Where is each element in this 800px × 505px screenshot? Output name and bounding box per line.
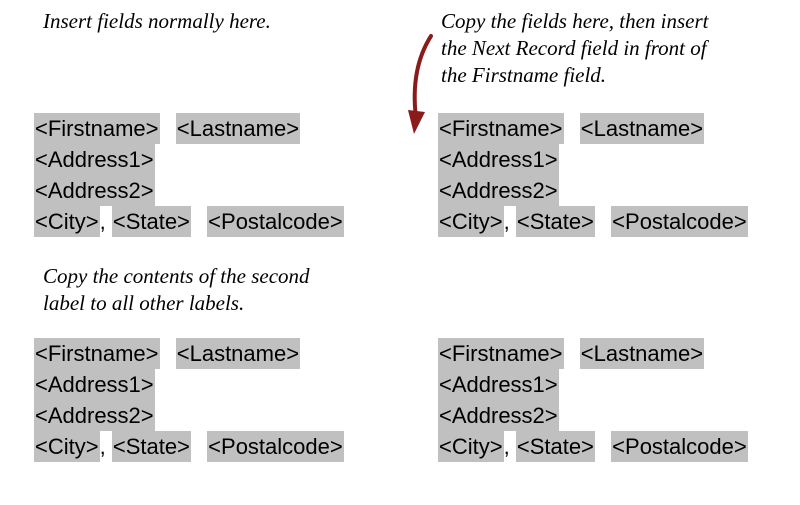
mail-label-4: <Firstname> <Lastname> <Address1> <Addre…	[438, 338, 748, 462]
field-lastname[interactable]: <Lastname>	[579, 113, 705, 144]
field-state[interactable]: <State>	[111, 431, 191, 462]
label-row-address2: <Address2>	[34, 400, 344, 431]
field-state[interactable]: <State>	[515, 431, 595, 462]
curved-arrow-icon	[408, 34, 433, 134]
field-address2[interactable]: <Address2>	[438, 175, 559, 206]
note-copy-fields: Copy the fields here, then insert the Ne…	[441, 8, 709, 89]
field-postalcode[interactable]: <Postalcode>	[611, 431, 748, 462]
label-row-name: <Firstname> <Lastname>	[438, 338, 748, 369]
label-row-city: <City>, <State> <Postalcode>	[438, 206, 748, 237]
comma-separator: ,	[99, 209, 106, 234]
field-postalcode[interactable]: <Postalcode>	[207, 206, 344, 237]
field-city[interactable]: <City>	[34, 431, 100, 462]
note-insert-fields: Insert fields normally here.	[43, 8, 271, 35]
note-line: Copy the contents of the second	[43, 264, 310, 288]
field-address1[interactable]: <Address1>	[438, 369, 559, 400]
field-state[interactable]: <State>	[515, 206, 595, 237]
mail-label-3: <Firstname> <Lastname> <Address1> <Addre…	[34, 338, 344, 462]
field-address1[interactable]: <Address1>	[438, 144, 559, 175]
field-address2[interactable]: <Address2>	[438, 400, 559, 431]
field-firstname[interactable]: <Firstname>	[438, 113, 564, 144]
field-address2[interactable]: <Address2>	[34, 175, 155, 206]
label-row-address1: <Address1>	[34, 144, 344, 175]
label-row-city: <City>, <State> <Postalcode>	[34, 206, 344, 237]
comma-separator: ,	[503, 209, 510, 234]
label-row-address2: <Address2>	[438, 400, 748, 431]
field-firstname[interactable]: <Firstname>	[438, 338, 564, 369]
field-postalcode[interactable]: <Postalcode>	[207, 431, 344, 462]
comma-separator: ,	[99, 434, 106, 459]
comma-separator: ,	[503, 434, 510, 459]
field-postalcode[interactable]: <Postalcode>	[611, 206, 748, 237]
note-line: label to all other labels.	[43, 291, 245, 315]
field-firstname[interactable]: <Firstname>	[34, 113, 160, 144]
field-firstname[interactable]: <Firstname>	[34, 338, 160, 369]
field-address1[interactable]: <Address1>	[34, 144, 155, 175]
label-row-city: <City>, <State> <Postalcode>	[34, 431, 344, 462]
label-row-name: <Firstname> <Lastname>	[34, 113, 344, 144]
field-lastname[interactable]: <Lastname>	[579, 338, 705, 369]
label-row-name: <Firstname> <Lastname>	[438, 113, 748, 144]
field-city[interactable]: <City>	[34, 206, 100, 237]
field-city[interactable]: <City>	[438, 206, 504, 237]
note-copy-contents: Copy the contents of the second label to…	[43, 263, 310, 317]
field-lastname[interactable]: <Lastname>	[175, 338, 301, 369]
field-state[interactable]: <State>	[111, 206, 191, 237]
label-row-address1: <Address1>	[438, 369, 748, 400]
label-row-address1: <Address1>	[438, 144, 748, 175]
label-row-address2: <Address2>	[438, 175, 748, 206]
mail-label-1: <Firstname> <Lastname> <Address1> <Addre…	[34, 113, 344, 237]
note-line: Insert fields normally here.	[43, 9, 271, 33]
note-line: the Next Record field in front of	[441, 36, 707, 60]
note-line: Copy the fields here, then insert	[441, 9, 709, 33]
label-row-city: <City>, <State> <Postalcode>	[438, 431, 748, 462]
field-address1[interactable]: <Address1>	[34, 369, 155, 400]
label-row-address2: <Address2>	[34, 175, 344, 206]
label-row-name: <Firstname> <Lastname>	[34, 338, 344, 369]
mail-label-2: <Firstname> <Lastname> <Address1> <Addre…	[438, 113, 748, 237]
label-row-address1: <Address1>	[34, 369, 344, 400]
field-lastname[interactable]: <Lastname>	[175, 113, 301, 144]
note-line: the Firstname field.	[441, 63, 607, 87]
field-address2[interactable]: <Address2>	[34, 400, 155, 431]
field-city[interactable]: <City>	[438, 431, 504, 462]
